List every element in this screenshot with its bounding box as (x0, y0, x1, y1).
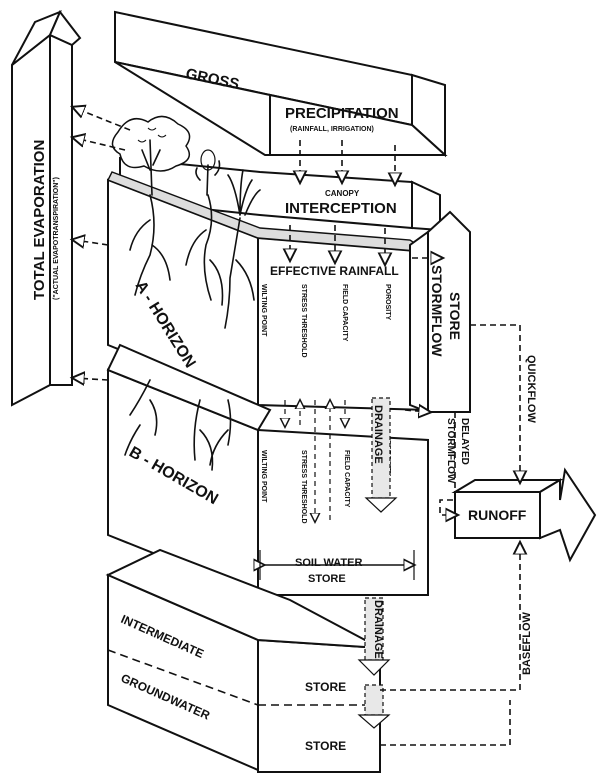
total-evaporation-label: TOTAL EVAPORATION (31, 140, 48, 300)
drainage-upper-label: DRAINAGE (372, 405, 384, 464)
soil-water-label: SOIL WATER (295, 557, 362, 569)
drainage-lower-label: DRAINAGE (372, 600, 384, 659)
a-stress-threshold-label: STRESS THRESHOLD (300, 284, 307, 358)
a-porosity-label: POROSITY (384, 284, 391, 321)
effective-rainfall-label: EFFECTIVE RAINFALL (270, 264, 399, 278)
groundwater-store-label: STORE (305, 739, 346, 753)
b-stress-threshold-label: STRESS THRESHOLD (300, 450, 307, 524)
actual-evapotranspiration-label: ("ACTUAL EVAPOTRANSPIRATION") (53, 177, 60, 300)
precipitation-label: PRECIPITATION (285, 105, 399, 122)
quickflow-label: QUICKFLOW (525, 355, 537, 423)
rainfall-irrigation-label: (RAINFALL, IRRIGATION) (290, 126, 374, 133)
b-wilting-point-label: WILTING POINT (260, 450, 267, 503)
delayed-label: DELAYED (459, 418, 470, 465)
canopy-label: CANOPY (325, 189, 360, 198)
runoff-label: RUNOFF (468, 507, 527, 523)
baseflow-label: BASEFLOW (521, 611, 533, 675)
delayed-stormflow-label: STORMFLOW (445, 418, 456, 484)
b-field-capacity-label: FIELD CAPACITY (343, 450, 350, 508)
stormflow-label: STORMFLOW (429, 265, 445, 357)
stormflow-store-label: STORE (447, 292, 463, 340)
intermediate-store-label: STORE (305, 680, 346, 694)
soil-water-store-label: STORE (308, 573, 346, 585)
interception-label: INTERCEPTION (285, 200, 397, 217)
a-wilting-point-label: WILTING POINT (260, 284, 267, 337)
a-field-capacity-label: FIELD CAPACITY (341, 284, 348, 342)
